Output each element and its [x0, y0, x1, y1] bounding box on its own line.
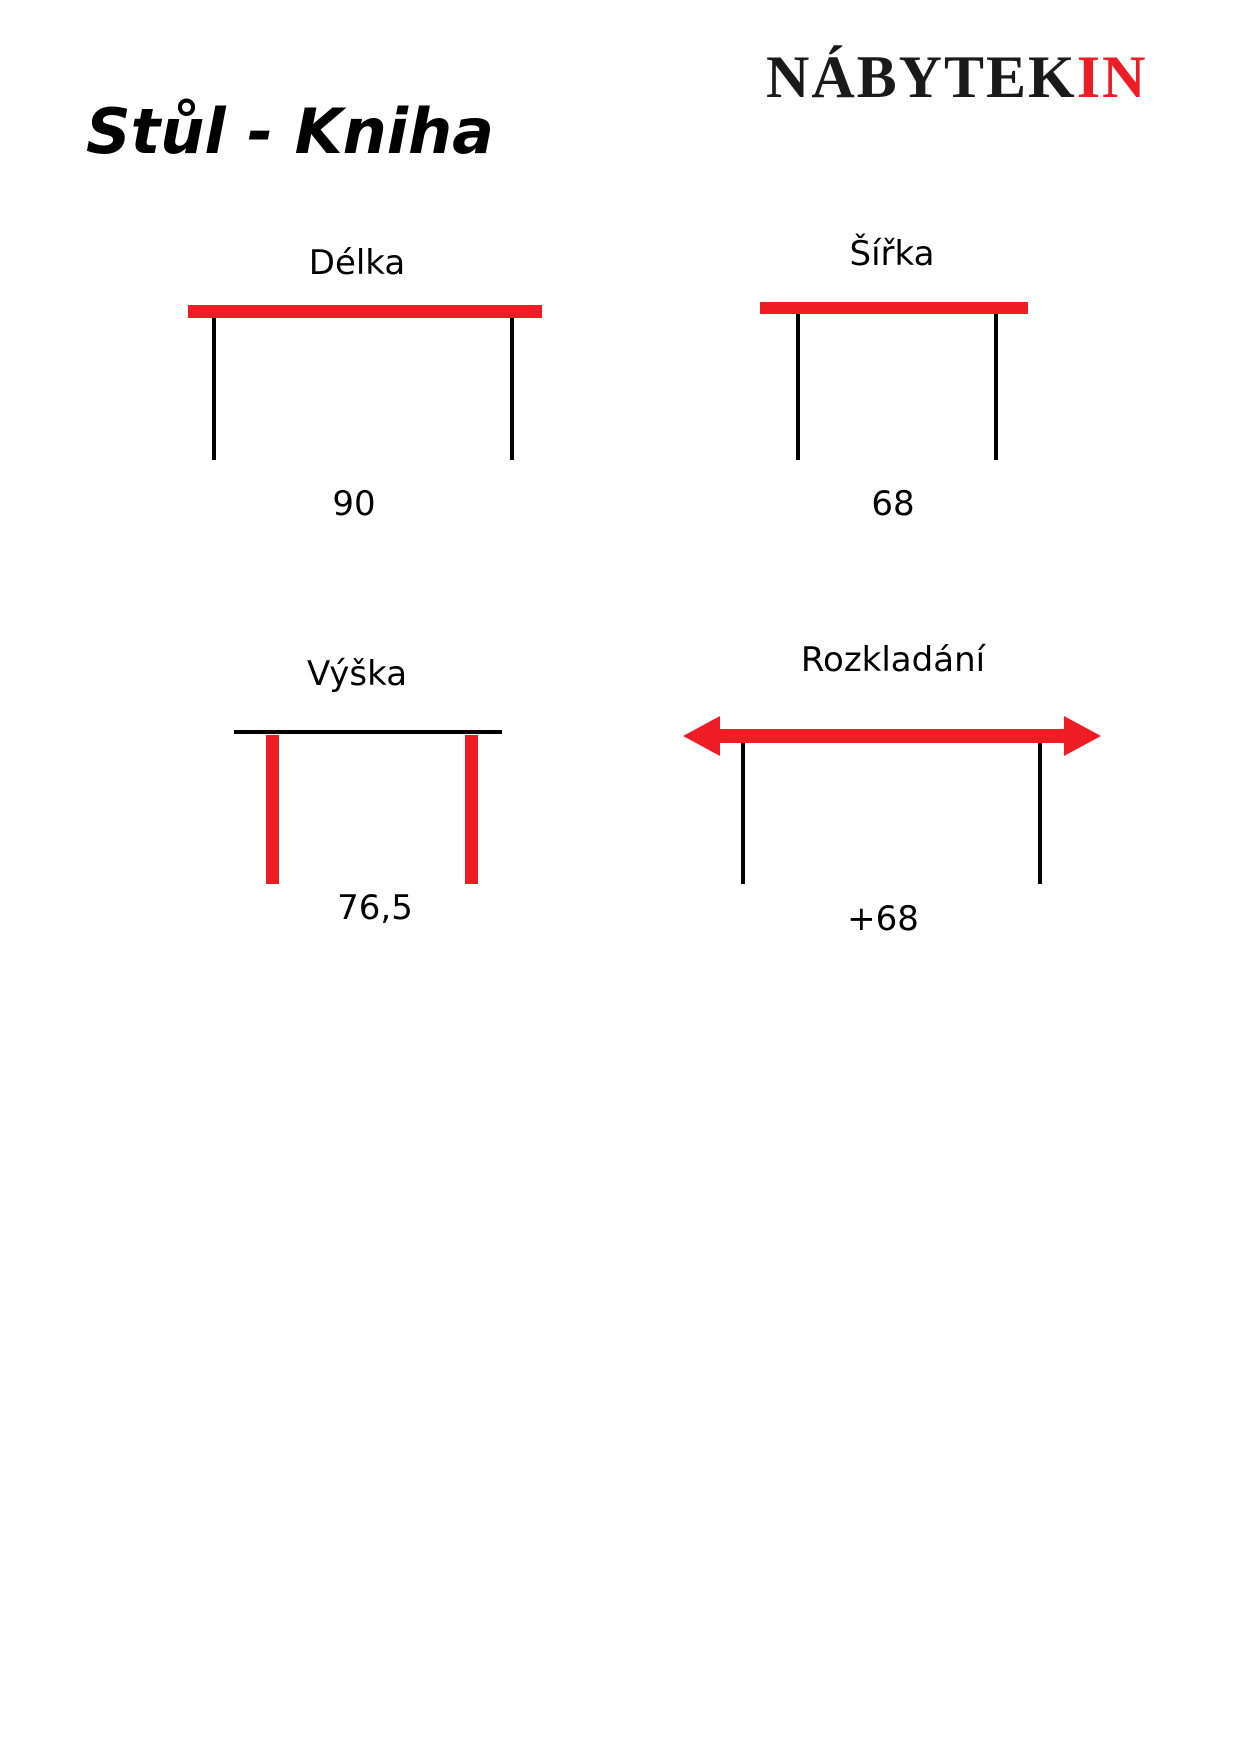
extension-leg-right [1038, 743, 1042, 884]
width-diagram [760, 302, 1028, 460]
width-leg-right [994, 314, 998, 460]
logo-text-red: IN [1076, 44, 1148, 110]
length-leg-right [510, 318, 514, 460]
brand-logo: NÁBYTEKIN [766, 44, 1166, 110]
logo-text-dark: NÁBYTEK [766, 44, 1077, 110]
length-tabletop-highlight [188, 305, 542, 318]
height-leg-right-highlight [465, 735, 478, 884]
height-diagram [234, 730, 502, 884]
height-tabletop [234, 730, 502, 734]
extension-label: Rozkladání [800, 640, 986, 680]
width-value: 68 [871, 484, 915, 524]
width-label: Šířka [849, 234, 935, 274]
width-tabletop-highlight [760, 302, 1028, 314]
width-leg-left [796, 314, 800, 460]
height-value: 76,5 [337, 888, 413, 928]
length-value: 90 [332, 484, 376, 524]
extension-leg-left [741, 743, 745, 884]
length-leg-left [212, 318, 216, 460]
extension-diagram [683, 716, 1101, 884]
extension-arrow-right-head [1064, 716, 1101, 756]
extension-value: +68 [847, 899, 919, 939]
length-label: Délka [308, 243, 406, 283]
extension-arrow-left-head [683, 716, 720, 756]
height-leg-left-highlight [266, 735, 279, 884]
height-label: Výška [306, 654, 408, 694]
page-title: Stůl - Kniha [86, 95, 494, 168]
length-diagram [188, 305, 542, 460]
extension-arrow-shaft [710, 729, 1070, 743]
